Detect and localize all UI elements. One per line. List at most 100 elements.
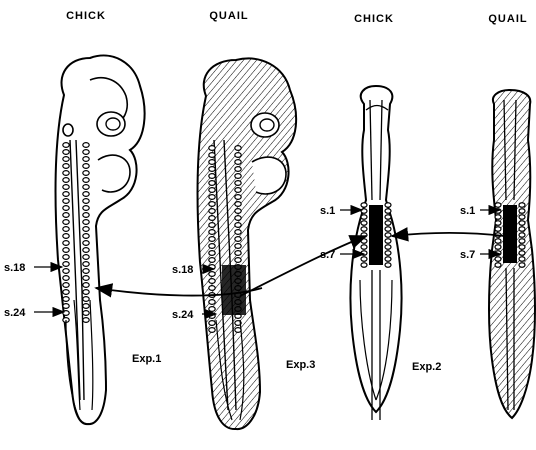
somite [519, 239, 525, 244]
somite [361, 263, 367, 268]
somite [63, 283, 69, 288]
somite [209, 167, 215, 172]
somite [63, 220, 69, 225]
somite [63, 171, 69, 176]
somite [209, 300, 215, 305]
somite [235, 209, 241, 214]
svg-text:s.24: s.24 [172, 309, 194, 321]
somite [361, 221, 367, 226]
svg-text:s.7: s.7 [320, 249, 335, 261]
somite [83, 227, 89, 232]
svg-text:s.18: s.18 [4, 262, 25, 274]
somite [63, 213, 69, 218]
somite [83, 206, 89, 211]
somite [385, 215, 391, 220]
somite [83, 311, 89, 316]
somite [209, 202, 215, 207]
somite [235, 146, 241, 151]
somite [361, 203, 367, 208]
label-e2c-s1: s.1 [320, 205, 362, 217]
somite [209, 230, 215, 235]
header-quail-2: QUAIL [488, 13, 527, 25]
somite [235, 237, 241, 242]
somite [63, 269, 69, 274]
somite [361, 227, 367, 232]
somite [63, 143, 69, 148]
somite [385, 227, 391, 232]
somite [83, 297, 89, 302]
somite [83, 269, 89, 274]
somite [235, 223, 241, 228]
somite [209, 216, 215, 221]
somite [63, 262, 69, 267]
somite [209, 146, 215, 151]
somite [63, 150, 69, 155]
somite [385, 233, 391, 238]
somite [495, 245, 501, 250]
somite [495, 257, 501, 262]
somite [63, 192, 69, 197]
chick-embryo-outline [56, 56, 145, 425]
somite [83, 178, 89, 183]
svg-text:s.1: s.1 [460, 205, 475, 217]
somite [235, 230, 241, 235]
somite [495, 215, 501, 220]
somite [83, 213, 89, 218]
somite [63, 227, 69, 232]
exp3-label: Exp.3 [286, 359, 315, 371]
somite [83, 234, 89, 239]
somite [63, 311, 69, 316]
somite [519, 221, 525, 226]
somite [495, 227, 501, 232]
somite [83, 262, 89, 267]
graft-arrow-exp2 [392, 233, 504, 236]
somite [63, 255, 69, 260]
grafted-segment [369, 205, 383, 265]
graft-arrow-exp3 [240, 236, 366, 296]
header-chick-2: CHICK [354, 13, 394, 25]
somite [519, 203, 525, 208]
somite [519, 257, 525, 262]
somite [235, 160, 241, 165]
somite [361, 245, 367, 250]
somite [83, 157, 89, 162]
somite [83, 199, 89, 204]
label-e1-s24: s.24 [4, 307, 64, 319]
somite [83, 143, 89, 148]
svg-text:s.1: s.1 [320, 205, 335, 217]
exp2-label: Exp.2 [412, 361, 441, 373]
somite [519, 263, 525, 268]
grafted-segment [503, 205, 517, 263]
somite [519, 233, 525, 238]
somite [385, 209, 391, 214]
somite [209, 244, 215, 249]
somite [235, 244, 241, 249]
label-e1-s18: s.18 [4, 262, 62, 274]
somite [63, 304, 69, 309]
somite [63, 276, 69, 281]
somite [83, 318, 89, 323]
somite [83, 283, 89, 288]
somite [519, 209, 525, 214]
somite [63, 241, 69, 246]
eye-vesicle [251, 113, 279, 137]
somite [385, 239, 391, 244]
somite [209, 258, 215, 263]
quail-embryo-exp3 [198, 58, 297, 429]
somite [519, 215, 525, 220]
eye-vesicle [97, 112, 125, 136]
somite [361, 257, 367, 262]
somite [235, 167, 241, 172]
somite [83, 171, 89, 176]
somite [209, 272, 215, 277]
somite [209, 181, 215, 186]
somite [63, 234, 69, 239]
somite [63, 290, 69, 295]
somite [361, 239, 367, 244]
somite [83, 164, 89, 169]
exp1-label: Exp.1 [132, 353, 161, 365]
somite [209, 223, 215, 228]
somite [63, 178, 69, 183]
somite [209, 195, 215, 200]
grafted-segment [222, 265, 246, 315]
